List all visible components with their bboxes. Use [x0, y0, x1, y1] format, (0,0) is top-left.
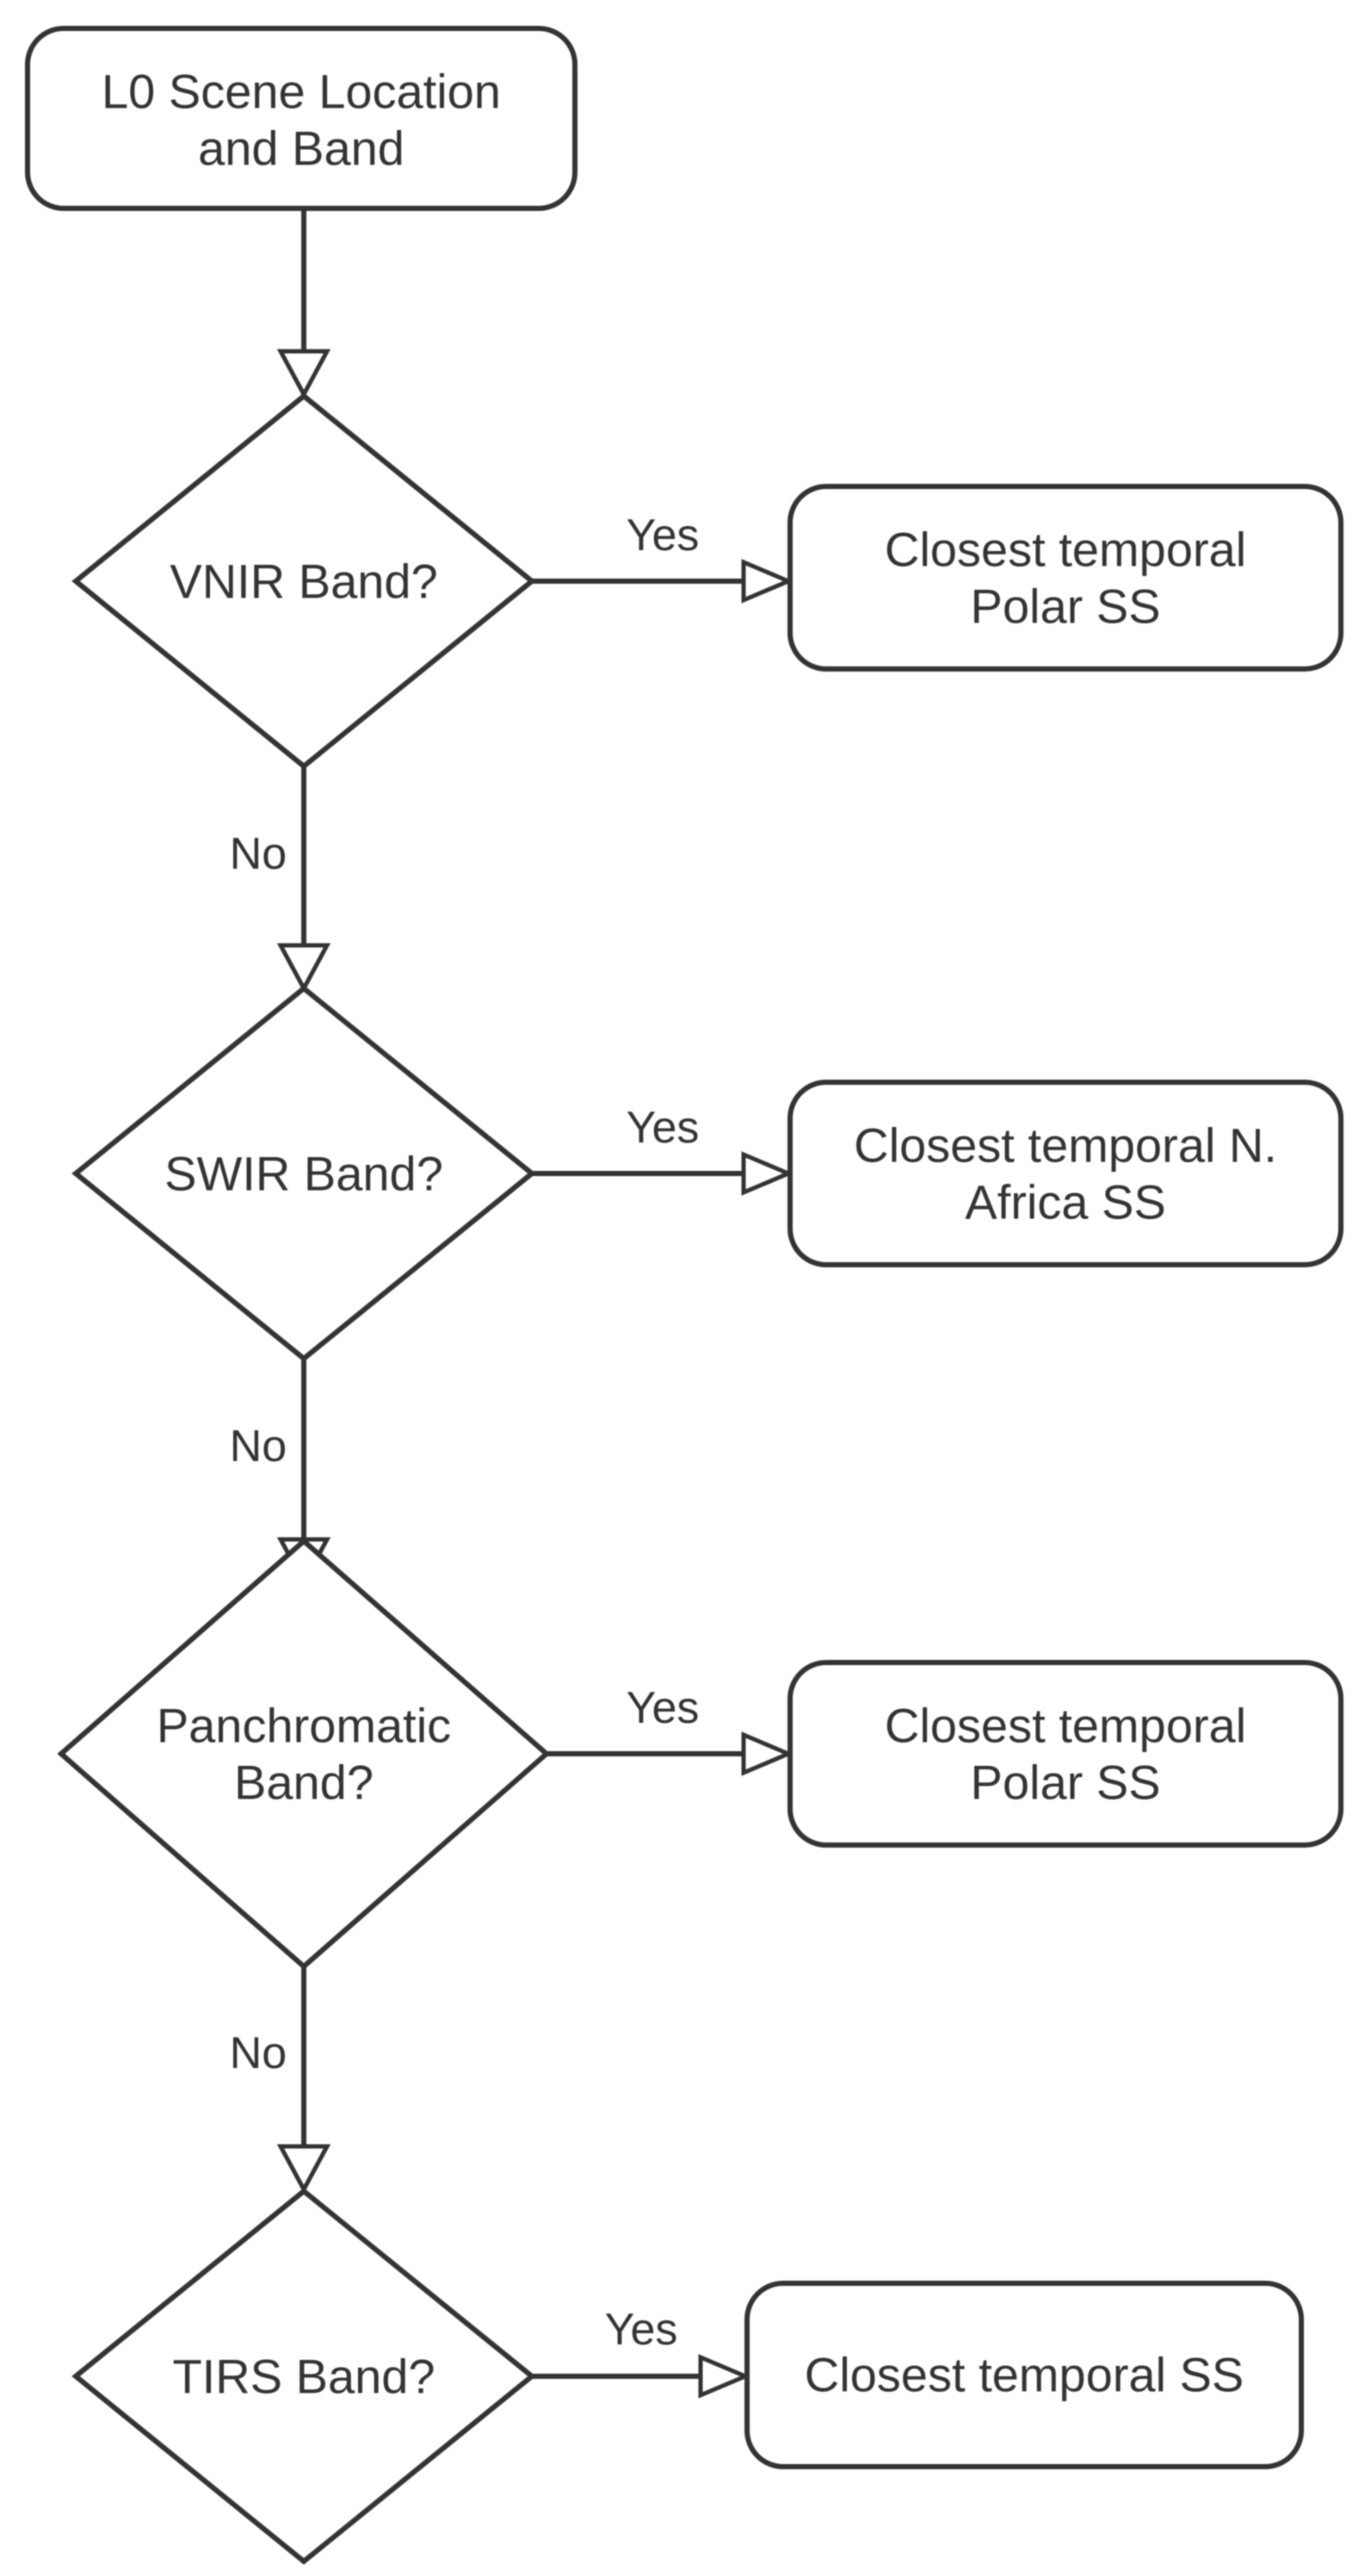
result-box-panchromatic-line2: Polar SS	[971, 1756, 1161, 1810]
result-box-panchromatic-line1: Closest temporal	[885, 1699, 1246, 1753]
decision-panchromatic-label-line2: Band?	[234, 1756, 374, 1810]
start-box-label-line1: L0 Scene Location	[102, 65, 501, 119]
result-box-vnir-line1: Closest temporal	[885, 523, 1246, 577]
arrowhead-right-icon	[741, 559, 794, 604]
decision-swir-label: SWIR Band?	[164, 1147, 443, 1201]
decision-vnir-label: VNIR Band?	[170, 554, 437, 609]
result-box-vnir	[788, 484, 1343, 672]
start-box-label-line2: and Band	[198, 121, 405, 176]
result-box-panchromatic	[788, 1660, 1343, 1848]
label-yes-panchromatic: Yes	[627, 1683, 700, 1733]
label-no-swir: No	[230, 1421, 287, 1471]
label-no-vnir: No	[230, 829, 287, 879]
result-box-swir-line1: Closest temporal N.	[854, 1118, 1277, 1173]
decision-panchromatic-label-line1: Panchromatic	[157, 1699, 451, 1753]
decision-panchromatic-diamond	[57, 1538, 551, 1970]
decision-tirs-diamond	[71, 2188, 536, 2565]
arrowhead-down-icon	[276, 2144, 331, 2195]
arrowhead-right-icon	[698, 2354, 751, 2399]
result-box-swir-line2: Africa SS	[965, 1175, 1165, 1229]
result-box-tirs-line1: Closest temporal SS	[805, 2348, 1244, 2402]
label-yes-swir: Yes	[627, 1103, 700, 1153]
result-box-swir	[788, 1080, 1343, 1267]
label-no-panchromatic: No	[230, 2028, 287, 2078]
arrowhead-right-icon	[741, 1731, 794, 1776]
result-box-vnir-line2: Polar SS	[971, 579, 1161, 634]
arrowhead-down-icon	[276, 943, 331, 994]
result-box-tirs	[744, 2281, 1304, 2469]
decision-tirs-label: TIRS Band?	[172, 2350, 435, 2404]
arrowhead-down-icon	[276, 349, 331, 399]
label-yes-tirs: Yes	[605, 2305, 678, 2355]
arrowhead-right-icon	[741, 1151, 794, 1196]
label-yes-vnir: Yes	[627, 511, 700, 560]
start-box	[25, 26, 578, 211]
